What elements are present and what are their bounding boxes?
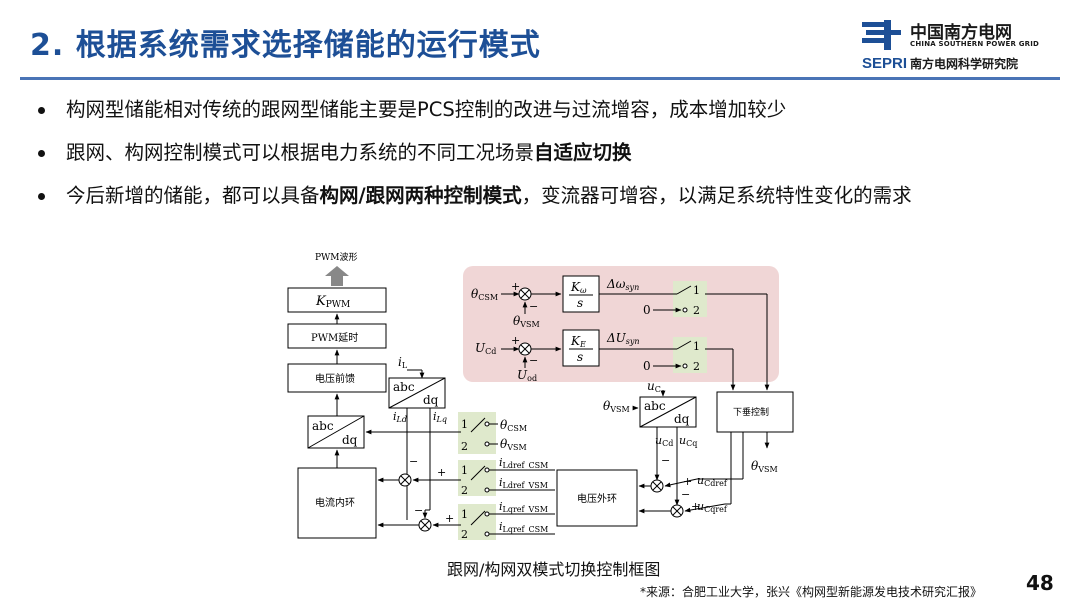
plus-sign: +	[691, 500, 700, 513]
dq-label: dq	[342, 433, 358, 447]
bullet-item: 今后新增的储能，都可以具备构网/跟网两种控制模式，变流器可增容，以满足系统特性变…	[36, 184, 912, 208]
uc-label: uC	[647, 379, 661, 394]
switch-pos-2: 2	[461, 484, 468, 497]
ilqref-vsm-label: iLqref_VSM	[499, 500, 548, 514]
bullet-item: 跟网、构网控制模式可以根据电力系统的不同工况场景自适应切换	[36, 141, 912, 165]
delta-omega-label: Δωsyn	[606, 277, 639, 292]
voltage-outer-loop-label: 电压外环	[577, 492, 617, 505]
minus-sign: −	[409, 455, 418, 468]
bullet-dot-icon	[38, 107, 45, 114]
dq-label: dq	[423, 393, 439, 407]
s-label: s	[577, 350, 583, 364]
k-e-label: KE	[570, 334, 586, 349]
bullet-dot-icon	[38, 193, 45, 200]
theta-vsm-label: θVSM	[500, 437, 527, 452]
ucqref-label: uCqref	[697, 500, 728, 514]
bullet-dot-icon	[38, 150, 45, 157]
logo-chinese-name: 中国南方电网	[910, 23, 1012, 43]
ilqref-csm-label: iLqref_CSM	[499, 520, 548, 534]
bullet-text: 构网型储能相对传统的跟网型储能主要是PCS控制的改进与过流增容，成本增加较少	[66, 98, 787, 121]
figure-caption: 跟网/构网双模式切换控制框图	[447, 560, 661, 579]
droop-control-label: 下垂控制	[733, 406, 769, 418]
abc-label: abc	[393, 380, 415, 394]
ucdref-label: uCdref	[697, 474, 728, 488]
zero-label: 0	[643, 303, 651, 317]
uod-label: Uod	[517, 368, 537, 383]
delta-u-label: ΔUsyn	[606, 331, 640, 346]
theta-vsm-feedback-label: θVSM	[513, 314, 540, 329]
bullet-list: 构网型储能相对传统的跟网型储能主要是PCS控制的改进与过流增容，成本增加较少 跟…	[36, 98, 912, 227]
theta-vsm-input-label: θVSM	[603, 399, 630, 414]
theta-vsm-output-label: θVSM	[751, 459, 778, 474]
ucq-label: uCq	[679, 434, 697, 448]
plus-sign: +	[437, 466, 446, 479]
switch-pos-2: 2	[461, 440, 468, 453]
ildref-vsm-label: iLdref_VSM	[499, 476, 548, 490]
bullet-highlight: 构网/跟网两种控制模式	[319, 184, 522, 207]
csg-logo-icon	[862, 20, 901, 50]
pwm-delay-label: PWM延时	[311, 332, 358, 344]
plus-sign: +	[445, 512, 454, 525]
title-divider	[20, 77, 1060, 80]
k-pwm-label: KPWM	[315, 294, 350, 310]
bullet-text: ，变流器可增容，以满足系统特性变化的需求	[521, 184, 912, 207]
minus-sign: −	[529, 300, 538, 313]
bullet-highlight: 自适应切换	[534, 141, 632, 164]
current-inner-loop-block	[297, 467, 377, 539]
plus-sign: +	[511, 334, 520, 347]
switch-bg	[458, 412, 496, 454]
switch-pos-1: 1	[693, 284, 700, 297]
plus-sign: +	[683, 475, 692, 488]
abc-label: abc	[644, 399, 666, 413]
logo-english-name: CHINA SOUTHERN POWER GRID	[910, 40, 1040, 48]
k-omega-label: Kω	[570, 280, 587, 295]
ild-label: iLd	[393, 410, 407, 424]
minus-sign: −	[529, 354, 538, 367]
pwm-wave-label: PWM波形	[315, 251, 358, 263]
bullet-item: 构网型储能相对传统的跟网型储能主要是PCS控制的改进与过流增容，成本增加较少	[36, 98, 912, 122]
pwm-output-arrow-icon	[325, 266, 349, 286]
theta-csm-label: θCSM	[500, 418, 527, 433]
plus-sign: +	[511, 280, 520, 293]
switch-pos-2: 2	[693, 360, 700, 373]
minus-sign: −	[414, 504, 423, 517]
sepri-chinese-name: 南方电网科学研究院	[910, 57, 1019, 71]
minus-sign: −	[661, 454, 670, 467]
page-title: 2. 根据系统需求选择储能的运行模式	[30, 28, 541, 63]
switch-pos-1: 1	[461, 418, 468, 431]
switch-pos-1: 1	[693, 340, 700, 353]
s-label: s	[577, 296, 583, 310]
csg-logo: 中国南方电网 CHINA SOUTHERN POWER GRID	[862, 20, 1042, 50]
ildref-csm-label: iLdref_CSM	[499, 456, 548, 470]
bullet-text: 今后新增的储能，都可以具备	[66, 184, 320, 207]
switch-pos-1: 1	[461, 464, 468, 477]
current-inner-loop-label: 电流内环	[315, 496, 355, 509]
ucd-input-label: UCd	[475, 341, 496, 356]
theta-csm-input-label: θCSM	[471, 287, 498, 302]
sepri-label: SEPRI	[862, 55, 908, 72]
dq-label: dq	[674, 412, 690, 426]
source-note: *来源：合肥工业大学，张兴《构网型新能源发电技术研究汇报》	[640, 585, 983, 599]
droop-control-block	[716, 391, 794, 433]
bullet-text: 跟网、构网控制模式可以根据电力系统的不同工况场景	[66, 141, 535, 164]
k-e-block	[562, 329, 600, 367]
switch-pos-1: 1	[461, 508, 468, 521]
voltage-feedforward-block	[287, 363, 387, 393]
switch-pos-2: 2	[461, 528, 468, 541]
il-label: iL	[398, 355, 408, 370]
control-block-diagram: PWM波形 KPWM PWM延时 电压前馈 abc dq 电流内环 iL abc…	[287, 251, 794, 541]
ilq-label: iLq	[433, 410, 447, 424]
pwm-delay-block	[287, 323, 387, 349]
switch-bg	[673, 337, 707, 373]
zero-label: 0	[643, 359, 651, 373]
switch-pos-2: 2	[693, 304, 700, 317]
k-pwm-block	[287, 287, 387, 313]
page-number: 48	[1026, 571, 1054, 595]
voltage-feedforward-label: 电压前馈	[315, 372, 355, 385]
voltage-outer-loop-block	[556, 469, 638, 527]
minus-sign: −	[681, 488, 690, 501]
ucd-label: uCd	[655, 434, 673, 448]
abc-label: abc	[312, 419, 334, 433]
